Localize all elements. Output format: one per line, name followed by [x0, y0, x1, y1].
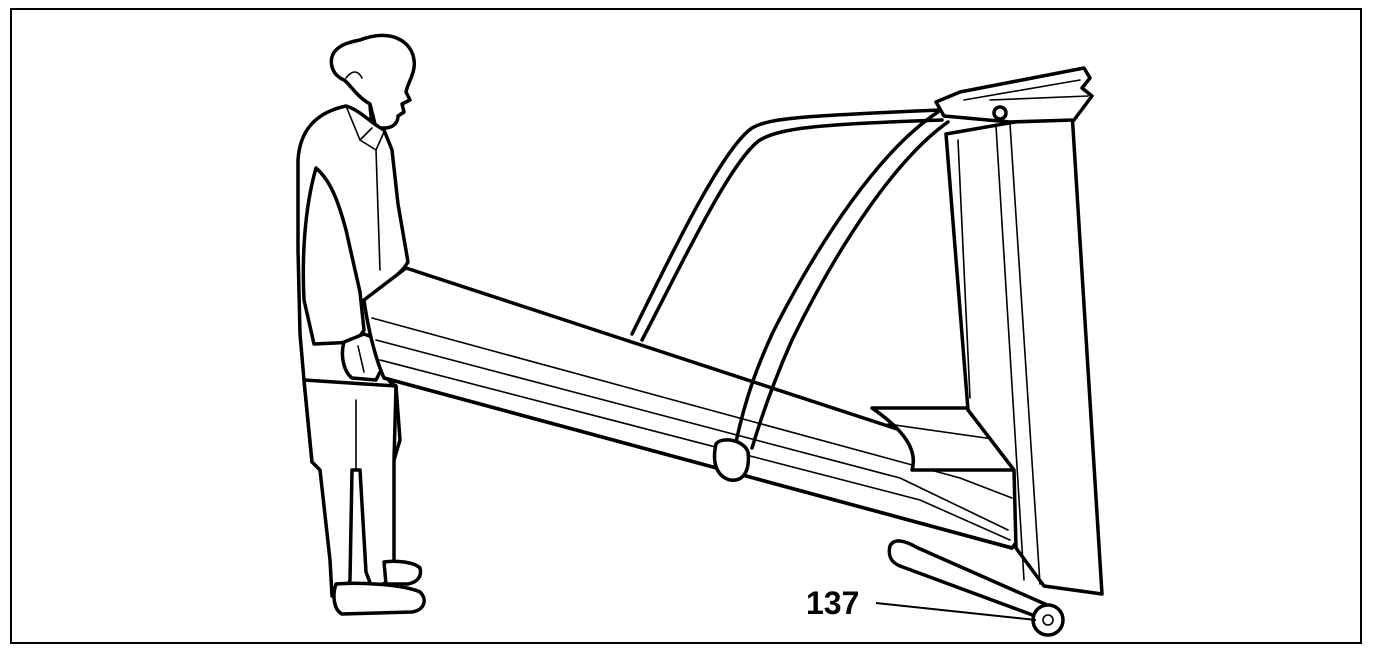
wheel — [1031, 603, 1065, 637]
treadmill — [362, 66, 1104, 637]
callout-label: 137 — [806, 585, 859, 621]
callout-137: 137 — [806, 585, 1037, 621]
figure-frame — [10, 8, 1362, 644]
leader-line — [875, 602, 1037, 621]
